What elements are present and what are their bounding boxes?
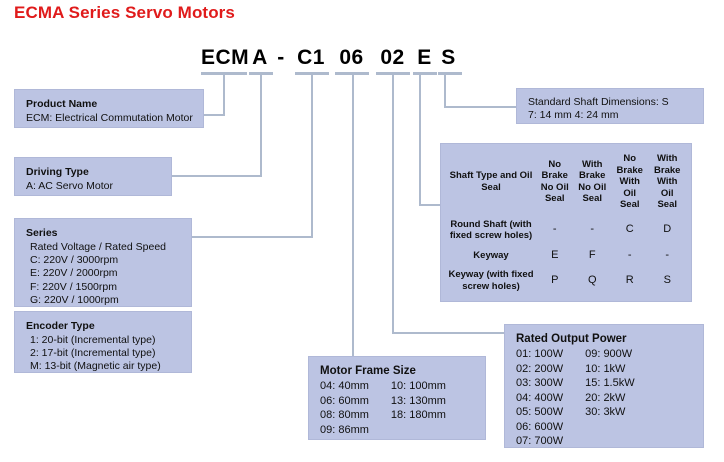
encoder-type-header: Encoder Type — [26, 320, 95, 332]
code-segment-06: 06 — [339, 46, 364, 69]
encoder-type-line1: 1: 20-bit (Incremental type) — [30, 334, 156, 346]
leader-06-vertical — [352, 72, 354, 356]
leader-02-vertical — [392, 72, 394, 334]
table-cell: - — [612, 246, 648, 264]
motor-frame-size-item: 08: 80mm — [320, 409, 369, 421]
series-line2: E: 220V / 2000rpm — [30, 267, 118, 280]
driving-type-header: Driving Type — [26, 166, 89, 178]
rated-output-power-item: 01: 100W — [516, 348, 564, 360]
table-cell: E — [537, 246, 573, 264]
segment-underline-s — [438, 72, 462, 75]
callout-rated-output-power: Rated Output Power 01: 100W 02: 200W 03:… — [504, 324, 704, 448]
driving-type-line1: A: AC Servo Motor — [26, 180, 113, 192]
table-column-header: No Brake No Oil Seal — [537, 150, 573, 214]
motor-frame-size-item: 18: 180mm — [390, 409, 446, 421]
leader-s-vertical — [444, 72, 446, 108]
rated-output-power-item: 20: 2kW — [585, 391, 626, 404]
leader-ecm-vertical — [223, 72, 225, 114]
table-cell: C — [612, 215, 648, 245]
table-cell: - — [649, 246, 685, 264]
table-cell: R — [612, 266, 648, 295]
table-cell: P — [537, 266, 573, 295]
code-segment-02: 02 — [380, 46, 405, 69]
callout-motor-frame-size: Motor Frame Size 04: 40mm 06: 60mm 08: 8… — [308, 356, 486, 440]
table-column-header: With Brake With Oil Seal — [649, 150, 685, 214]
code-segment-a: A — [252, 46, 268, 69]
code-segment-s: S — [441, 46, 456, 69]
table-row-label: Keyway (with fixed screw holes) — [447, 266, 535, 295]
leader-02-horizontal — [392, 332, 504, 334]
leader-ecm-horizontal — [202, 114, 225, 116]
leader-encoder-stub — [191, 236, 193, 237]
table-row-label: Round Shaft (with fixed screw holes) — [447, 215, 535, 245]
table-row-label: Keyway — [447, 246, 535, 264]
table-column-header: No Brake With Oil Seal — [612, 150, 648, 214]
encoder-type-line3: M: 13-bit (Magnetic air type) — [30, 360, 161, 373]
leader-e-horizontal — [419, 204, 442, 206]
table-cell: D — [649, 215, 685, 245]
rated-output-power-item: 30: 3kW — [585, 406, 626, 418]
motor-frame-size-item: 04: 40mm — [320, 380, 369, 392]
motor-frame-size-item: 06: 60mm — [320, 394, 369, 407]
shaft-type-oil-seal-table: Shaft Type and Oil Seal No Brake No Oil … — [440, 143, 692, 302]
rated-output-power-item: 06: 600W — [516, 420, 564, 433]
product-name-line1: ECM: Electrical Commutation Motor — [26, 112, 193, 124]
callout-standard-shaft-dimensions: Standard Shaft Dimensions: S 7: 14 mm 4:… — [516, 88, 704, 124]
motor-frame-size-column-2: 10: 100mm 13: 130mm 18: 180mm — [391, 379, 446, 437]
series-line1: C: 220V / 3000rpm — [30, 254, 119, 267]
product-name-header: Product Name — [26, 98, 98, 110]
table-row: Round Shaft (with fixed screw holes) - -… — [447, 215, 685, 245]
table-row: Keyway (with fixed screw holes) P Q R S — [447, 266, 685, 295]
callout-product-name: Product Name ECM: Electrical Commutation… — [14, 89, 204, 128]
motor-frame-size-item: 10: 100mm — [390, 380, 446, 392]
callout-encoder-type: Encoder Type 1: 20-bit (Incremental type… — [14, 311, 192, 373]
table-header-row: Shaft Type and Oil Seal No Brake No Oil … — [447, 150, 685, 214]
rated-output-power-header: Rated Output Power — [516, 333, 627, 345]
code-segment-dash: - — [277, 46, 285, 69]
encoder-type-line2: 2: 17-bit (Incremental type) — [30, 347, 156, 360]
standard-shaft-line1: Standard Shaft Dimensions: S — [528, 96, 669, 108]
standard-shaft-line2: 7: 14 mm 4: 24 mm — [528, 109, 619, 122]
segment-underline-e — [413, 72, 437, 75]
leader-a-vertical — [260, 72, 262, 177]
page-title: ECMA Series Servo Motors — [14, 3, 235, 22]
rated-output-power-item: 05: 500W — [516, 406, 564, 418]
rated-output-power-column-1: 01: 100W 02: 200W 03: 300W 04: 400W 05: … — [516, 347, 563, 449]
leader-s-horizontal — [444, 106, 516, 108]
callout-driving-type: Driving Type A: AC Servo Motor — [14, 157, 172, 196]
rated-output-power-item: 15: 1.5kW — [585, 377, 635, 389]
table-cell: - — [574, 215, 610, 245]
table-cell: S — [649, 266, 685, 295]
callout-series: Series Rated Voltage / Rated Speed C: 22… — [14, 218, 192, 307]
series-header: Series — [26, 227, 58, 239]
code-segment-ecm: ECM — [201, 46, 250, 69]
series-subtitle: Rated Voltage / Rated Speed — [30, 241, 167, 253]
rated-output-power-item: 03: 300W — [516, 377, 564, 389]
table-corner-header: Shaft Type and Oil Seal — [447, 150, 535, 214]
rated-output-power-item: 09: 900W — [585, 348, 633, 360]
table-column-header: With Brake No Oil Seal — [574, 150, 610, 214]
table-cell: F — [574, 246, 610, 264]
leader-c1-vertical — [311, 72, 313, 238]
series-line3: F: 220V / 1500rpm — [30, 280, 117, 293]
series-line4: G: 220V / 1000rpm — [30, 293, 119, 306]
table-cell: Q — [574, 266, 610, 295]
rated-output-power-item: 02: 200W — [516, 362, 564, 375]
table-cell: - — [537, 215, 573, 245]
rated-output-power-column-2: 09: 900W 10: 1kW 15: 1.5kW 20: 2kW 30: 3… — [585, 347, 635, 449]
leader-a-horizontal — [171, 175, 262, 177]
code-segment-c1: C1 — [297, 46, 325, 69]
rated-output-power-item: 07: 700W — [516, 435, 564, 447]
motor-frame-size-item: 13: 130mm — [390, 394, 446, 407]
rated-output-power-item: 04: 400W — [516, 391, 564, 404]
rated-output-power-item: 10: 1kW — [585, 362, 626, 375]
leader-e-vertical — [419, 72, 421, 206]
motor-frame-size-header: Motor Frame Size — [320, 365, 416, 377]
motor-frame-size-item: 09: 86mm — [320, 423, 369, 436]
code-segment-e: E — [417, 46, 432, 69]
table-row: Keyway E F - - — [447, 246, 685, 264]
motor-frame-size-column-1: 04: 40mm 06: 60mm 08: 80mm 09: 86mm — [320, 379, 369, 437]
leader-c1-horizontal — [191, 236, 313, 238]
